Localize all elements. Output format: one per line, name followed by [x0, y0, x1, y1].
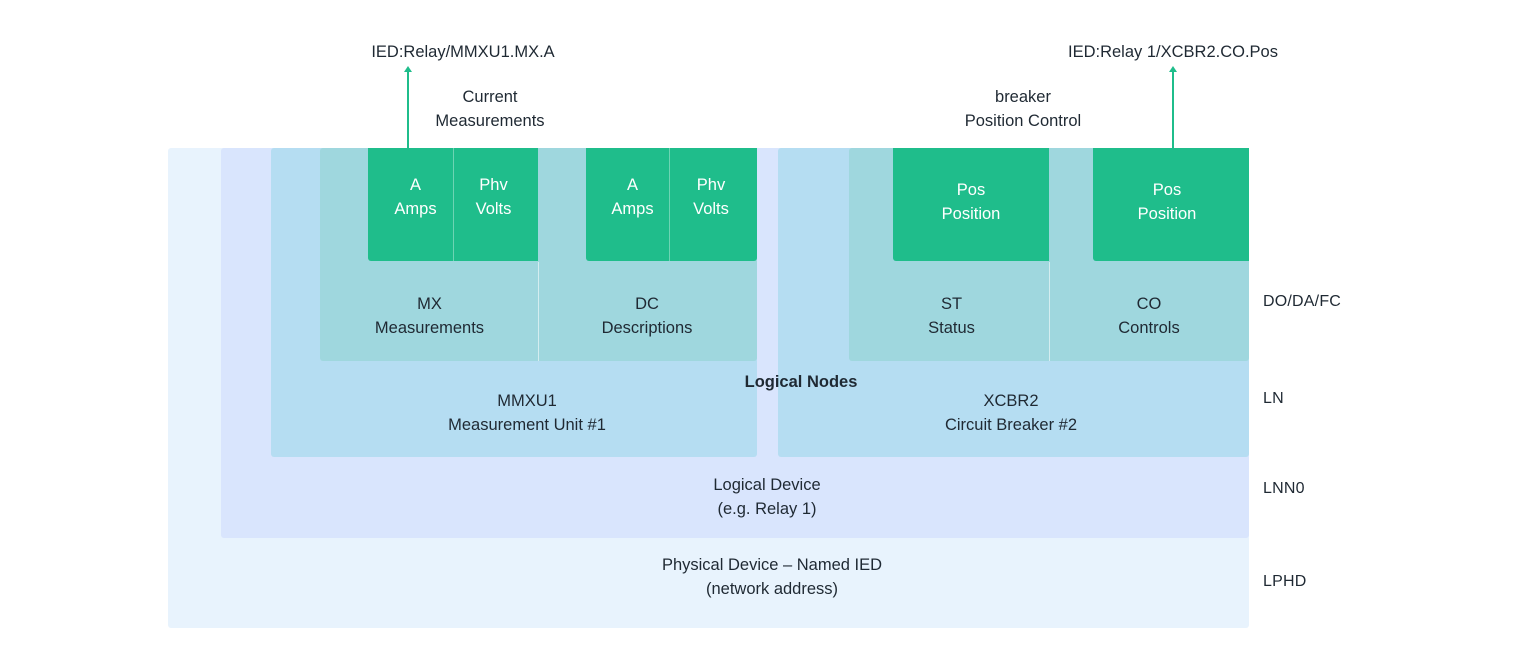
side-label-ln: LN — [1263, 390, 1284, 407]
caption-left-line2: Measurements — [435, 112, 545, 130]
do-co-position-label: Pos Position — [1093, 178, 1241, 226]
logical-node-xcbr2-label: XCBR2 Circuit Breaker #2 — [778, 389, 1244, 437]
fc-mx-label: MX Measurements — [320, 292, 539, 340]
physical-device-name: Physical Device – Named IED — [661, 556, 883, 574]
side-label-lphd: LPHD — [1263, 573, 1307, 590]
ref-left: IED:Relay/MMXU1.MX.A — [371, 43, 555, 61]
do-dc-amps-desc: Amps — [611, 200, 654, 218]
logical-node-xcbr2-id: XCBR2 — [983, 392, 1039, 410]
do-dc-volts-label: Phv Volts — [670, 173, 752, 221]
caption-right-line2: Position Control — [964, 112, 1082, 130]
fc-st-code: ST — [940, 295, 963, 313]
do-dc-volts: Phv Volts — [669, 148, 757, 261]
ref-right: IED:Relay 1/XCBR2.CO.Pos — [1068, 43, 1278, 61]
fc-mx-desc: Measurements — [374, 319, 485, 337]
do-mx-amps: A Amps — [368, 148, 453, 261]
do-mx-volts-code: Phv — [479, 176, 508, 194]
do-mx-amps-desc: Amps — [394, 200, 437, 218]
logical-nodes-title: Logical Nodes — [744, 373, 858, 391]
logical-device-name: Logical Device — [713, 476, 821, 494]
logical-node-xcbr2-desc: Circuit Breaker #2 — [944, 416, 1078, 434]
logical-device-label: Logical Device (e.g. Relay 1) — [221, 473, 1313, 521]
arrow-left-head-icon — [404, 66, 412, 72]
do-dc-amps-code: A — [626, 176, 638, 194]
logical-device-example: (e.g. Relay 1) — [717, 500, 817, 518]
do-st-position: Pos Position — [893, 148, 1049, 261]
fc-co-label: CO Controls — [1049, 292, 1249, 340]
fc-co-desc: Controls — [1118, 319, 1180, 337]
do-co-position-code: Pos — [1152, 181, 1182, 199]
do-dc-amps-label: A Amps — [586, 173, 679, 221]
caption-right-line1: breaker — [995, 88, 1051, 106]
arrow-right-head-icon — [1169, 66, 1177, 72]
do-mx-amps-label: A Amps — [368, 173, 463, 221]
do-mx-amps-code: A — [409, 176, 421, 194]
fc-st-co-divider — [1049, 262, 1050, 361]
fc-st-desc: Status — [928, 319, 975, 337]
caption-left-line1: Current — [462, 88, 518, 106]
do-st-position-code: Pos — [956, 181, 986, 199]
do-co-position-desc: Position — [1137, 205, 1197, 223]
do-mx-volts: Phv Volts — [453, 148, 538, 261]
fc-mx-dc-divider — [538, 262, 539, 361]
side-label-lnn0: LNN0 — [1263, 480, 1305, 497]
do-dc-volts-desc: Volts — [693, 200, 729, 218]
physical-device-address: (network address) — [705, 580, 839, 598]
arrow-right-shaft — [1172, 71, 1174, 148]
do-dc-amps: A Amps — [586, 148, 669, 261]
fc-dc-desc: Descriptions — [601, 319, 693, 337]
do-mx-volts-desc: Volts — [475, 200, 512, 218]
do-st-position-desc: Position — [941, 205, 1001, 223]
fc-dc-label: DC Descriptions — [539, 292, 755, 340]
fc-co-code: CO — [1136, 295, 1162, 313]
logical-node-mmxu1-desc: Measurement Unit #1 — [448, 416, 606, 434]
do-st-position-label: Pos Position — [893, 178, 1049, 226]
side-label-do-da-fc: DO/DA/FC — [1263, 293, 1342, 310]
arrow-left-shaft — [407, 71, 409, 148]
fc-st-label: ST Status — [849, 292, 1054, 340]
fc-mx-code: MX — [417, 295, 442, 313]
do-dc-volts-code: Phv — [696, 176, 726, 194]
caption-right: breaker Position Control — [933, 85, 1113, 133]
logical-node-mmxu1-id: MMXU1 — [497, 392, 557, 410]
caption-left: Current Measurements — [400, 85, 580, 133]
do-mx-volts-label: Phv Volts — [454, 173, 533, 221]
fc-dc-code: DC — [635, 295, 659, 313]
physical-device-label: Physical Device – Named IED (network add… — [168, 553, 1376, 601]
do-co-position: Pos Position — [1093, 148, 1249, 261]
logical-node-mmxu1-label: MMXU1 Measurement Unit #1 — [271, 389, 783, 437]
